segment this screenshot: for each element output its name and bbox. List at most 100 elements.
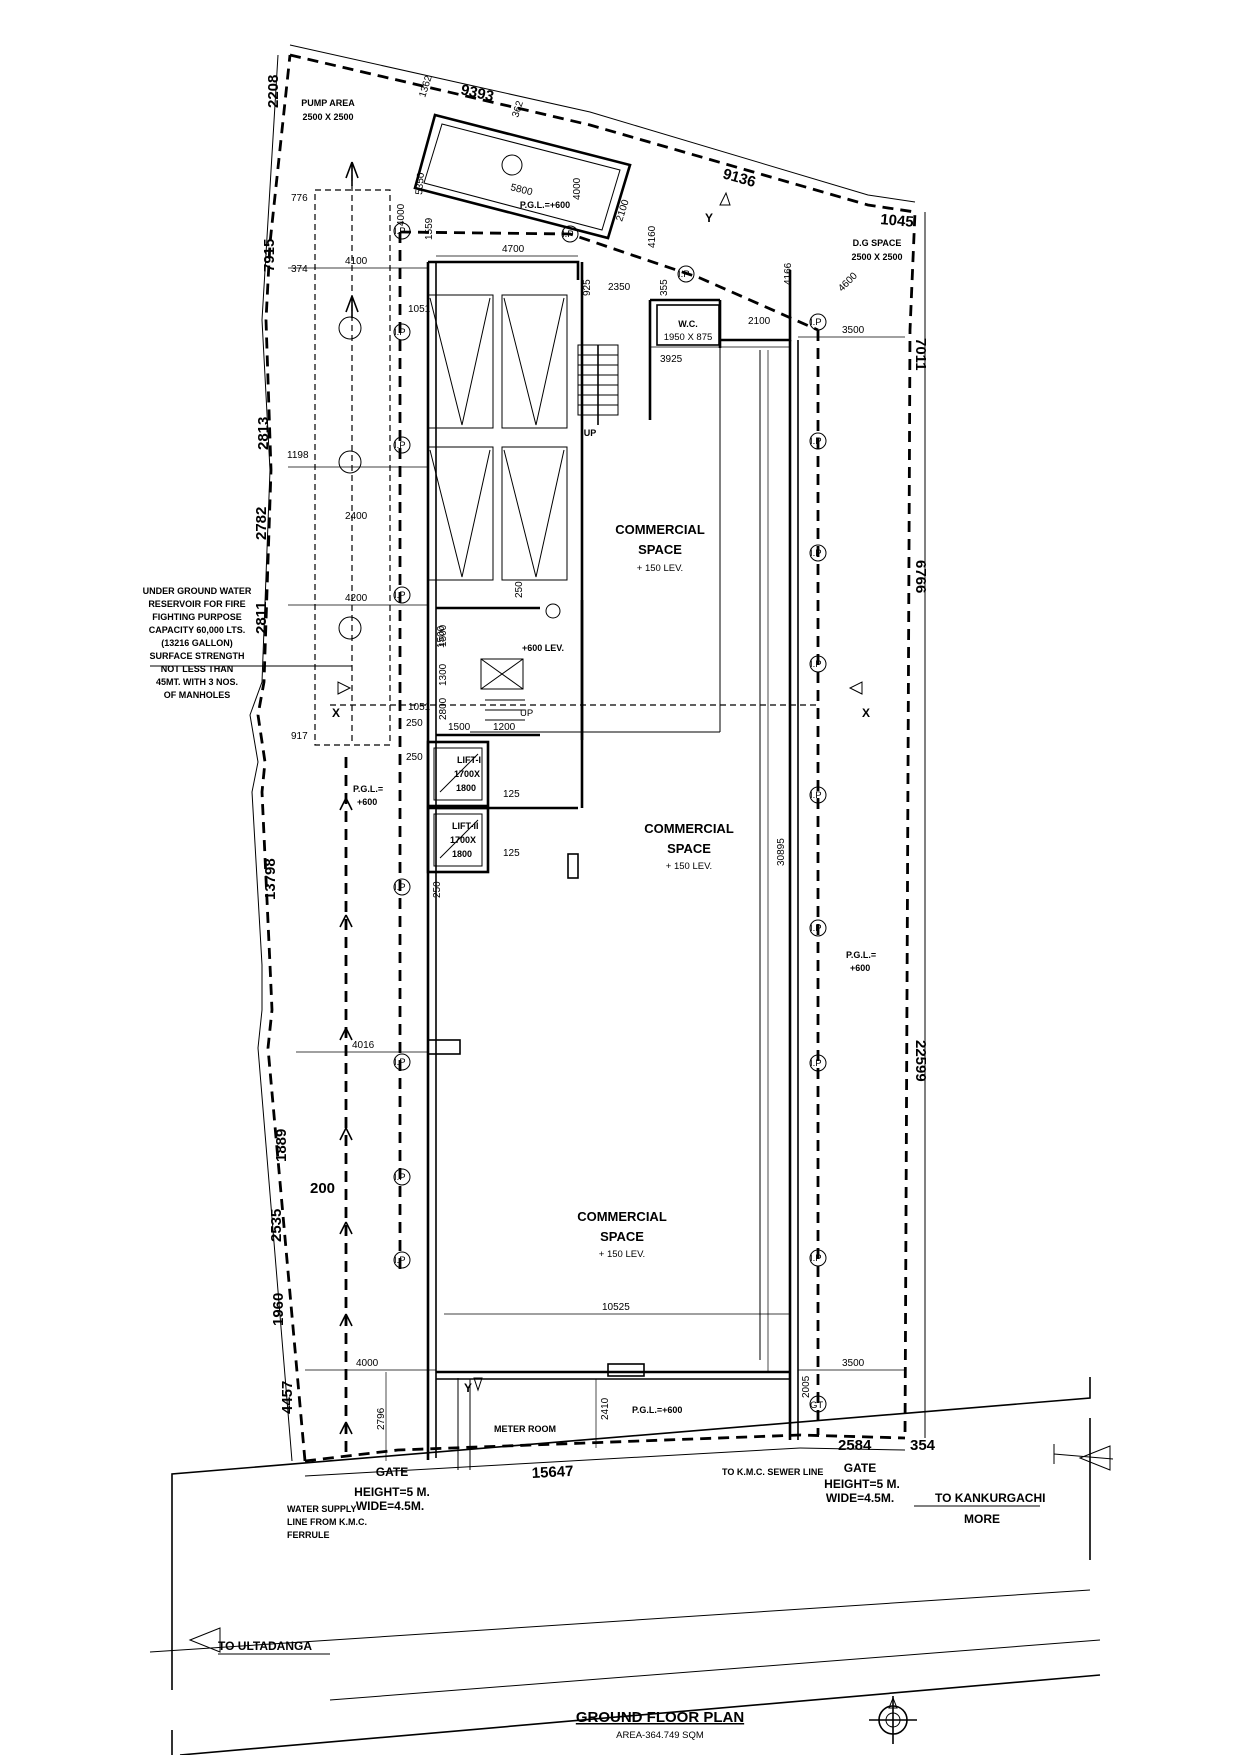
- dim-1500-b: 1500: [448, 722, 471, 733]
- road: [149, 1377, 1114, 1755]
- inspection-pit: [393, 1168, 411, 1186]
- dim-374: 374: [291, 264, 308, 275]
- dim-10525: 10525: [602, 1302, 630, 1313]
- ip-label: I.P: [394, 590, 406, 601]
- ip-label: I.P: [810, 923, 822, 934]
- ip-label: I.P: [810, 659, 822, 670]
- dim-top-2: 9136: [721, 166, 758, 192]
- pgl-right-label-b: +600: [850, 963, 870, 973]
- dim-917: 917: [291, 731, 308, 742]
- inspection-pit: [393, 878, 411, 896]
- dim-250-a: 250: [406, 718, 423, 729]
- dim-1559: 1559: [424, 217, 435, 240]
- pgl-bottom-label: P.G.L.=+600: [632, 1405, 682, 1415]
- lifts: [426, 740, 579, 879]
- dim-left-1960: 1960: [270, 1293, 287, 1326]
- reservoir-note: UNDER GROUND WATER RESERVOIR FOR FIRE FI…: [143, 586, 352, 700]
- ip-label: I.P: [562, 229, 574, 240]
- inspection-pit: [393, 586, 411, 604]
- dim-925: 925: [582, 279, 593, 296]
- dim-left-4457: 4457: [279, 1381, 296, 1414]
- dim-362: 362: [510, 99, 526, 119]
- dim-2100-v: 2100: [614, 198, 631, 223]
- inspection-pit: [393, 436, 411, 454]
- dim-1500-a: 1500: [438, 624, 449, 647]
- flow-arrow: [339, 914, 353, 928]
- dim-4100: 4100: [345, 256, 368, 267]
- to-kankurgachi-label: TO KANKURGACHI: [935, 1491, 1045, 1505]
- lift-2-label: LIFT-II: [452, 821, 479, 831]
- ip-label: I.P: [394, 226, 406, 237]
- section-x-left-letter: X: [332, 706, 340, 720]
- flow-arrow: [339, 1127, 353, 1141]
- inspection-pit: [809, 786, 827, 804]
- dim-left-13798: 13798: [262, 858, 279, 900]
- ip-label: I.P: [810, 1253, 822, 1264]
- ip-label: I.P: [810, 317, 822, 328]
- dim-2796: 2796: [376, 1407, 387, 1430]
- dim-1051-b: 1051: [408, 702, 431, 713]
- water-supply-note-line: LINE FROM K.M.C.: [287, 1517, 367, 1527]
- inspection-pits: [393, 222, 827, 1413]
- inspection-pit: [809, 919, 827, 937]
- dim-right-22599: 22599: [912, 1040, 929, 1082]
- water-supply-note-line: WATER SUPPLY: [287, 1504, 357, 1514]
- underground-reservoir: [314, 165, 391, 746]
- dim-776: 776: [291, 193, 308, 204]
- pgl-left-label-b: +600: [357, 797, 377, 807]
- dim-4160: 4160: [647, 225, 658, 248]
- pgl-top-label: P.G.L.=+600: [520, 200, 570, 210]
- dim-left-2208: 2208: [265, 75, 282, 108]
- dg-size-label: 2500 X 2500: [851, 252, 902, 262]
- ip-label: I.P: [810, 1058, 822, 1069]
- reservoir-note-line: 45MT. WITH 3 NOS.: [156, 677, 238, 687]
- dim-left-2813: 2813: [255, 417, 272, 450]
- ip-label: I.P: [394, 1057, 406, 1068]
- dim-2400: 2400: [345, 511, 368, 522]
- dim-2800: 2800: [438, 697, 449, 720]
- flow-arrow: [339, 1421, 353, 1435]
- dim-1300: 1300: [438, 663, 449, 686]
- plot-boundary: [256, 53, 917, 1463]
- flow-arrows: [339, 161, 359, 1435]
- direction-arrow-left: [188, 1627, 221, 1653]
- inspection-pit: [809, 1249, 827, 1267]
- dim-3500-bottom: 3500: [842, 1358, 865, 1369]
- to-ultadanga-label: TO ULTADANGA: [218, 1639, 312, 1653]
- right-gate-height: HEIGHT=5 M.: [824, 1477, 900, 1491]
- stair-up-label-2: UP: [520, 708, 533, 719]
- reservoir-note-line: CAPACITY 60,000 LTS.: [149, 625, 246, 635]
- section-x-left-arrow: [337, 681, 352, 695]
- dim-125-b: 125: [503, 848, 520, 859]
- building-walls: [426, 260, 799, 1470]
- dim-250-c: 250: [514, 581, 525, 598]
- pump-size-label: 2500 X 2500: [302, 112, 353, 122]
- lift-1-size-b: 1800: [456, 783, 476, 793]
- dim-bottom-354: 354: [910, 1437, 936, 1454]
- section-y-top-arrow: [719, 191, 731, 206]
- reservoir-note-line: FIGHTING PURPOSE: [152, 612, 242, 622]
- dim-250-b: 250: [406, 752, 423, 763]
- right-gate-wide: WIDE=4.5M.: [826, 1491, 894, 1505]
- pump-area-label: PUMP AREA: [301, 98, 355, 108]
- flow-arrow: [339, 1027, 353, 1041]
- flow-arrow: [339, 797, 353, 811]
- inspection-pit: [809, 313, 827, 331]
- dim-4700: 4700: [502, 244, 525, 255]
- dim-3500-top: 3500: [842, 325, 865, 336]
- gully-trap-label: GT: [810, 1400, 823, 1411]
- commercial-space-label-2: COMMERCIAL: [644, 821, 734, 836]
- lift-1-size-a: 1700X: [454, 769, 480, 779]
- section-x-right-arrow: [848, 681, 863, 695]
- dim-125-a: 125: [503, 789, 520, 800]
- dim-left-7915: 7915: [261, 239, 278, 272]
- dim-right-6766: 6766: [912, 560, 929, 593]
- ip-label: I.P: [810, 790, 822, 801]
- dim-1362: 1362: [417, 74, 434, 99]
- dim-top-1: 9393: [459, 81, 495, 105]
- dim-bottom-2584: 2584: [838, 1437, 872, 1454]
- level-label-3: + 150 LEV.: [599, 1249, 645, 1260]
- flow-arrow: [345, 161, 359, 186]
- space-label-2: SPACE: [667, 841, 711, 856]
